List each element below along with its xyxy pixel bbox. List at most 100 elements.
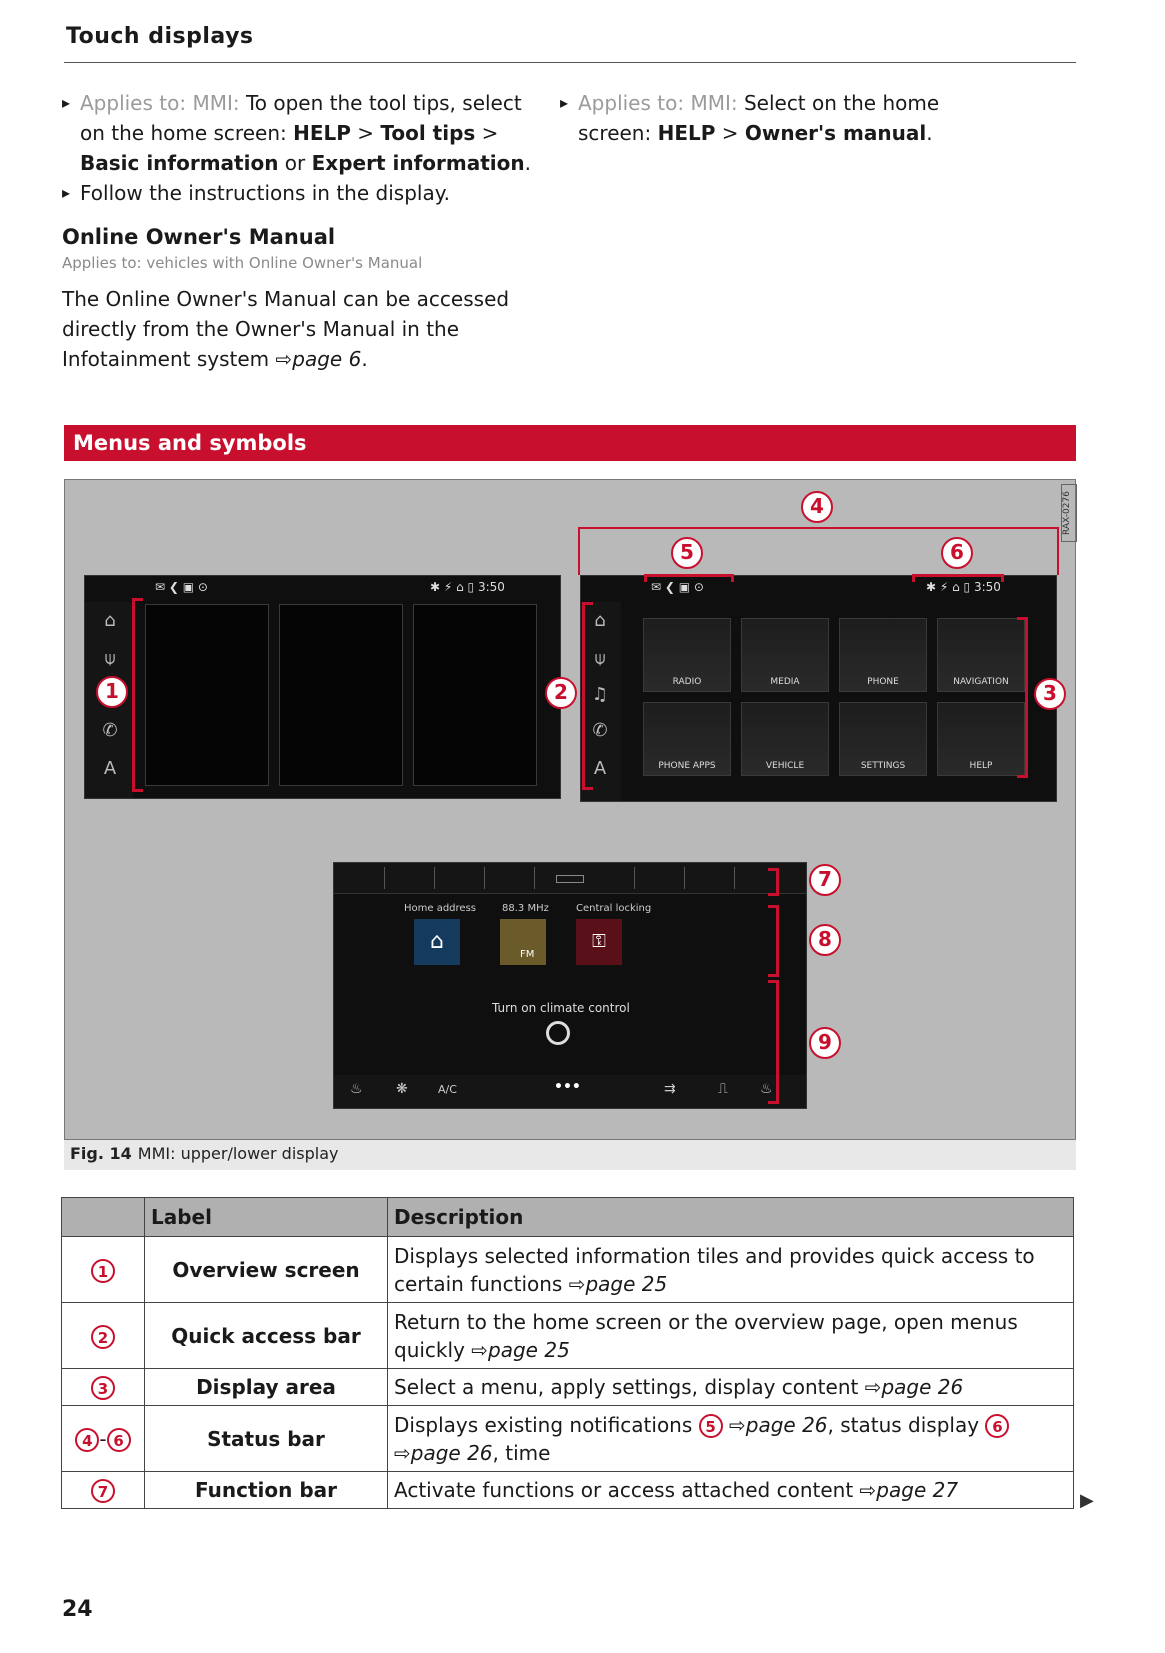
tile-label-home: Home address xyxy=(404,903,476,914)
menu-tile-phone[interactable]: PHONE xyxy=(839,618,927,692)
menu-tile-help[interactable]: HELP xyxy=(937,702,1025,776)
table-header: Description xyxy=(387,1197,1074,1237)
seat-heat-right-icon[interactable]: ♨ xyxy=(760,1081,773,1097)
callout-9: 9 xyxy=(809,1027,841,1059)
bracket-8 xyxy=(768,905,779,977)
menu-tile-settings[interactable]: SETTINGS xyxy=(839,702,927,776)
header-rule xyxy=(64,62,1076,63)
status-icons: ✱ ⚡ ⌂ ▯ 3:50 xyxy=(430,580,505,594)
central-locking-tile[interactable]: ⚿ xyxy=(576,919,622,965)
number-badge: 1 xyxy=(91,1258,115,1283)
table-cell-desc: Displays existing notifications 5 ⇨page … xyxy=(387,1405,1074,1472)
table-cell-num: 2 xyxy=(61,1302,145,1369)
bracket-4-left xyxy=(578,527,580,575)
radio-tile[interactable]: FM xyxy=(500,919,546,965)
ref-arrow-icon: ⇨ xyxy=(568,1271,586,1296)
navigation-icon[interactable]: A xyxy=(103,758,117,779)
more-button[interactable]: ••• xyxy=(554,1079,581,1095)
table-row: 2 Quick access bar Return to the home sc… xyxy=(61,1302,1074,1369)
table-header: Label xyxy=(144,1197,388,1237)
bracket-6 xyxy=(912,574,1004,582)
table-cell-num: 1 xyxy=(61,1236,145,1303)
ac-button[interactable]: A/C xyxy=(438,1083,457,1096)
menu-tile-media[interactable]: MEDIA xyxy=(741,618,829,692)
home-icon[interactable]: ⌂ xyxy=(104,610,116,631)
navigation-icon[interactable]: A xyxy=(593,758,607,779)
path-sep: > xyxy=(350,121,381,145)
page-ref-link[interactable]: page 25 xyxy=(585,1271,668,1296)
applies-label: Applies to: MMI: xyxy=(80,91,240,115)
seat-heat-icon[interactable]: ♨ xyxy=(350,1081,363,1097)
page-ref-link[interactable]: page 26 xyxy=(410,1440,493,1465)
applies-label: Applies to: MMI: xyxy=(578,91,738,115)
radio-icon[interactable]: ⍦ xyxy=(594,648,606,669)
menu-path-help: HELP xyxy=(657,121,716,145)
overview-tile[interactable] xyxy=(145,604,269,786)
section-title: Online Owner's Manual xyxy=(62,225,336,249)
table-header-row: Label Description xyxy=(61,1197,1074,1237)
ref-arrow-icon: ⇨ xyxy=(729,1412,746,1437)
menu-tile-label: VEHICLE xyxy=(765,761,805,771)
menu-tile-navigation[interactable]: NAVIGATION xyxy=(937,618,1025,692)
number-badge: 2 xyxy=(91,1324,115,1349)
section-text: The Online Owner's Manual can be accesse… xyxy=(62,287,510,371)
tile-label-locking: Central locking xyxy=(576,903,652,914)
period: . xyxy=(524,151,531,175)
media-icon[interactable]: ♫ xyxy=(591,684,609,705)
figure-number: Fig. 14 xyxy=(70,1144,132,1163)
left-column: Applies to: MMI: To open the tool tips, … xyxy=(62,88,532,374)
tile-label-radio: 88.3 MHz xyxy=(502,903,549,914)
desc-text: Select a menu, apply settings, display c… xyxy=(394,1375,865,1399)
quick-access-bar: ⌂ ⍦ ♫ ✆ A xyxy=(581,602,621,801)
bracket-4 xyxy=(578,527,1059,529)
callout-6: 6 xyxy=(941,537,973,569)
page-ref-link[interactable]: page 6 xyxy=(292,347,362,371)
climate-power-button[interactable] xyxy=(546,1021,570,1045)
menu-tile-radio[interactable]: RADIO xyxy=(643,618,731,692)
callout-5: 5 xyxy=(671,537,703,569)
overview-tile[interactable] xyxy=(279,604,403,786)
page-ref-link[interactable]: page 26 xyxy=(745,1412,828,1437)
home-address-tile[interactable]: ⌂ xyxy=(414,919,460,965)
table-cell-label: Status bar xyxy=(144,1405,388,1472)
menu-tile-label: PHONE APPS xyxy=(658,761,716,771)
menu-tile-phone-apps[interactable]: PHONE APPS xyxy=(643,702,731,776)
menu-path-help: HELP xyxy=(293,121,351,145)
home-icon[interactable]: ⌂ xyxy=(594,610,606,631)
callout-3: 3 xyxy=(1034,678,1066,710)
desc-text: Displays existing notifications xyxy=(394,1412,699,1437)
menu-tile-vehicle[interactable]: VEHICLE xyxy=(741,702,829,776)
upper-display-home: ✉ ❮ ▣ ⊙ ✱ ⚡ ⌂ ▯ 3:50 ⌂ ⍦ ♫ ✆ A RADIO MED… xyxy=(580,575,1057,802)
seat-vent-icon[interactable]: ❋ xyxy=(396,1081,408,1097)
ref-arrow-icon: ⇨ xyxy=(864,1375,882,1399)
menu-tile-label: SETTINGS xyxy=(860,761,906,771)
page-ref-link[interactable]: page 25 xyxy=(488,1337,570,1362)
table-cell-label: Function bar xyxy=(144,1471,388,1509)
desc-text: Return to the home screen or the overvie… xyxy=(394,1309,1018,1362)
bullet-text: Select on the home screen: xyxy=(578,91,940,145)
page-ref-link[interactable]: page 27 xyxy=(876,1478,959,1502)
callout-1: 1 xyxy=(96,676,128,708)
bracket-1 xyxy=(132,598,143,792)
upper-display-overview: ✉ ❮ ▣ ⊙ ✱ ⚡ ⌂ ▯ 3:50 ⌂ ⍦ ✆ A xyxy=(84,575,561,799)
table-header xyxy=(61,1197,145,1237)
climate-text: Turn on climate control xyxy=(492,1001,630,1015)
figure-code: RAX-0276 xyxy=(1061,484,1077,542)
section-applies: Applies to: vehicles with Online Owner's… xyxy=(62,254,423,272)
phone-icon[interactable]: ✆ xyxy=(592,720,608,741)
table-row: 4-6 Status bar Displays existing notific… xyxy=(61,1405,1074,1472)
overview-tile[interactable] xyxy=(413,604,537,786)
page-header-title: Touch displays xyxy=(66,24,254,49)
page-ref-link[interactable]: page 26 xyxy=(881,1375,964,1399)
bullet-text: To open the tool tips, select on the hom… xyxy=(80,91,522,145)
menu-tile-label: PHONE xyxy=(867,677,899,687)
phone-icon[interactable]: ✆ xyxy=(102,720,118,741)
number-badge: 6 xyxy=(985,1413,1010,1438)
bullet-owners-manual: Applies to: MMI: Select on the home scre… xyxy=(560,88,1010,148)
table-row: 7 Function bar Activate functions or acc… xyxy=(61,1471,1074,1509)
function-bar-handle-icon[interactable] xyxy=(556,875,584,883)
car-defrost-icon[interactable]: ⇉ xyxy=(664,1081,676,1097)
radio-icon[interactable]: ⍦ xyxy=(104,648,116,669)
seat-icon[interactable]: ⎍ xyxy=(718,1081,728,1097)
number-badge: 6 xyxy=(106,1427,131,1452)
